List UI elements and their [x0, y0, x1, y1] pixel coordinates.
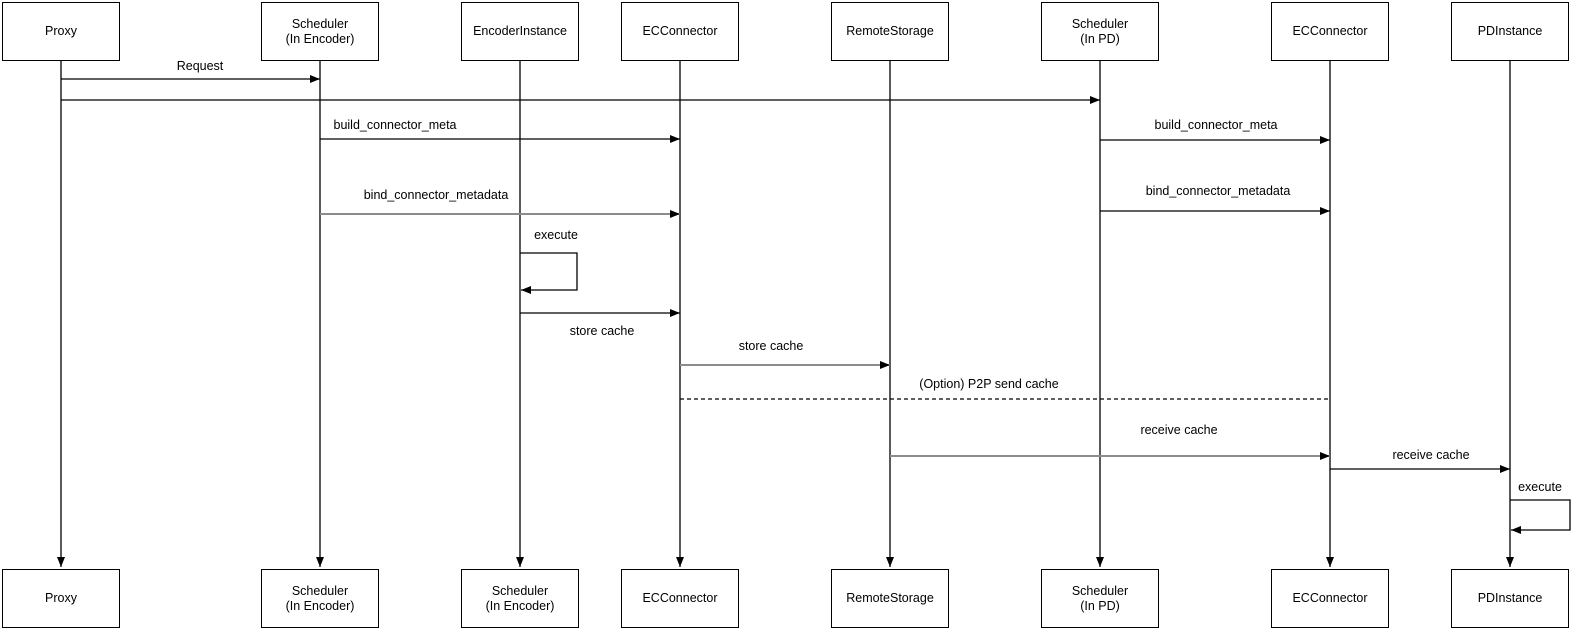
- actor-bottom-label: ECConnector: [1292, 591, 1368, 605]
- actor-top-box-encoder-instance: EncoderInstance: [461, 2, 579, 61]
- actor-bottom-box-proxy: Proxy: [2, 569, 120, 628]
- actor-bottom-box-ec-connector-right: ECConnector: [1271, 569, 1389, 628]
- actor-top-box-scheduler-in-encoder: Scheduler(In Encoder): [261, 2, 379, 61]
- actor-bottom-label: Proxy: [45, 591, 77, 605]
- actor-top-box-pd-instance: PDInstance: [1451, 2, 1569, 61]
- actor-top-box-proxy: Proxy: [2, 2, 120, 61]
- message-label-build-connector-meta-encoder: build_connector_meta: [331, 118, 459, 132]
- message-label-build-connector-meta-pd: build_connector_meta: [1152, 118, 1280, 132]
- actor-top-label: ECConnector: [642, 24, 718, 38]
- actor-bottom-box-pd-instance: PDInstance: [1451, 569, 1569, 628]
- actor-top-label: Proxy: [45, 24, 77, 38]
- actor-top-box-remote-storage: RemoteStorage: [831, 2, 949, 61]
- message-label-receive-cache-pd: receive cache: [1390, 448, 1472, 462]
- actor-bottom-label: (In Encoder): [485, 598, 555, 613]
- message-label-execute-pd-loop: execute: [1516, 480, 1564, 494]
- message-label-receive-cache-remote: receive cache: [1138, 423, 1220, 437]
- actor-top-box-ec-connector-right: ECConnector: [1271, 2, 1389, 61]
- actor-top-label: RemoteStorage: [846, 24, 934, 38]
- actor-top-box-scheduler-in-pd: Scheduler(In PD): [1041, 2, 1159, 61]
- actor-bottom-label: Scheduler: [491, 583, 549, 598]
- actor-bottom-label: Scheduler: [1071, 583, 1129, 598]
- actor-bottom-label: (In PD): [1080, 598, 1120, 613]
- actor-top-label: (In PD): [1080, 31, 1120, 46]
- actor-bottom-box-remote-storage: RemoteStorage: [831, 569, 949, 628]
- message-self-loop-execute-encoder-loop: [520, 252, 578, 294]
- actor-top-label: Scheduler: [291, 16, 349, 31]
- actor-bottom-label: ECConnector: [642, 591, 718, 605]
- message-label-store-cache-remote: store cache: [736, 339, 806, 353]
- actor-top-label: (In Encoder): [285, 31, 355, 46]
- actor-top-label: PDInstance: [1477, 24, 1543, 38]
- actor-bottom-label: Scheduler: [291, 583, 349, 598]
- message-label-bind-connector-metadata-encoder: bind_connector_metadata: [361, 188, 511, 202]
- actor-bottom-label: RemoteStorage: [846, 591, 934, 605]
- actor-bottom-box-scheduler-in-encoder: Scheduler(In Encoder): [261, 569, 379, 628]
- actor-bottom-box-scheduler-in-pd: Scheduler(In PD): [1041, 569, 1159, 628]
- actor-top-label: ECConnector: [1292, 24, 1368, 38]
- actor-bottom-box-ec-connector-left: ECConnector: [621, 569, 739, 628]
- actor-bottom-label: PDInstance: [1477, 591, 1543, 605]
- actor-top-box-ec-connector-left: ECConnector: [621, 2, 739, 61]
- message-label-p2p-send-cache: (Option) P2P send cache: [917, 377, 1061, 391]
- message-self-loop-execute-pd-loop: [1510, 499, 1571, 534]
- message-label-bind-connector-metadata-pd: bind_connector_metadata: [1143, 184, 1293, 198]
- actor-bottom-box-encoder-instance: Scheduler(In Encoder): [461, 569, 579, 628]
- message-label-request: Request: [174, 59, 226, 73]
- actor-bottom-label: (In Encoder): [285, 598, 355, 613]
- actor-top-label: EncoderInstance: [473, 24, 567, 38]
- actor-top-label: Scheduler: [1071, 16, 1129, 31]
- message-label-execute-encoder-loop: execute: [532, 228, 580, 242]
- message-label-encoder-store-cache: store cache: [567, 324, 637, 338]
